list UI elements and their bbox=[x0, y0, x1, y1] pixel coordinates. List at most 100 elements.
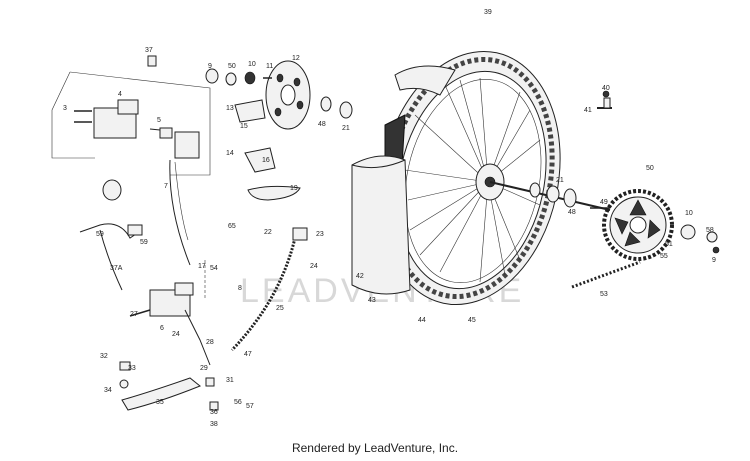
callout-4: 4 bbox=[118, 91, 122, 98]
callout-16: 16 bbox=[262, 157, 270, 164]
rear-brake-hose-25 bbox=[230, 237, 297, 352]
rear-sprocket bbox=[602, 189, 674, 261]
brake-guard-19 bbox=[247, 185, 301, 201]
callout-29: 29 bbox=[200, 365, 208, 372]
switch-39 bbox=[127, 224, 143, 236]
callout-44: 44 bbox=[418, 317, 426, 324]
cotter-pin bbox=[712, 246, 720, 254]
callout-17: 17 bbox=[198, 263, 206, 270]
brake-pad bbox=[174, 131, 200, 159]
callout-9-b: 9 bbox=[712, 257, 716, 264]
callout-54: 54 bbox=[210, 265, 218, 272]
callout-48-b: 48 bbox=[568, 209, 576, 216]
callout-40: 40 bbox=[602, 85, 610, 92]
callout-34: 34 bbox=[104, 387, 112, 394]
callout-50: 50 bbox=[228, 63, 236, 70]
callout-48: 48 bbox=[318, 121, 326, 128]
callout-47: 47 bbox=[244, 351, 252, 358]
callout-49: 49 bbox=[600, 199, 608, 206]
callout-13: 13 bbox=[226, 105, 234, 112]
callout-32: 32 bbox=[100, 353, 108, 360]
callout-33: 33 bbox=[128, 365, 136, 372]
callout-35: 35 bbox=[156, 399, 164, 406]
callout-9: 9 bbox=[208, 63, 212, 70]
hose-fitting-23 bbox=[292, 227, 308, 241]
callout-3: 3 bbox=[63, 105, 67, 112]
bushing-18 bbox=[102, 179, 122, 201]
callout-7: 7 bbox=[164, 183, 168, 190]
callout-65: 65 bbox=[228, 223, 236, 230]
callout-50-b: 50 bbox=[646, 165, 654, 172]
callout-51: 51 bbox=[665, 241, 673, 248]
brake-shield-16 bbox=[244, 147, 276, 173]
rear-wheel bbox=[351, 50, 561, 306]
callout-57: 57 bbox=[246, 403, 254, 410]
callout-24: 24 bbox=[172, 331, 180, 338]
callout-21: 21 bbox=[342, 125, 350, 132]
callout-53: 53 bbox=[600, 291, 608, 298]
callout-37: 37 bbox=[145, 47, 153, 54]
chain-adjuster bbox=[597, 90, 612, 109]
callout-22: 22 bbox=[264, 229, 272, 236]
bearing-50 bbox=[225, 72, 237, 86]
callout-39: 39 bbox=[484, 9, 492, 16]
callout-12: 12 bbox=[292, 55, 300, 62]
bleeder-37 bbox=[147, 55, 157, 67]
cable-39 bbox=[79, 223, 143, 239]
callout-43: 43 bbox=[368, 297, 376, 304]
inner-tube bbox=[394, 65, 456, 96]
callout-24-b: 24 bbox=[310, 263, 318, 270]
reservoir bbox=[174, 282, 194, 296]
brake-hose-line bbox=[174, 161, 189, 241]
seal-10 bbox=[244, 71, 256, 85]
callout-19: 19 bbox=[290, 185, 298, 192]
callout-36: 36 bbox=[210, 409, 218, 416]
disc-spacer bbox=[320, 96, 332, 112]
callout-25: 25 bbox=[276, 305, 284, 312]
callout-14: 14 bbox=[226, 150, 234, 157]
caliper-bracket bbox=[159, 127, 173, 139]
drive-chain bbox=[571, 260, 641, 289]
sprocket-nut bbox=[680, 224, 696, 240]
callout-23: 23 bbox=[316, 231, 324, 238]
callout-59-a: 59 bbox=[96, 231, 104, 238]
callout-8: 8 bbox=[238, 285, 242, 292]
callout-41: 41 bbox=[584, 107, 592, 114]
axle-nut bbox=[706, 231, 718, 243]
pedal-pivot-33 bbox=[119, 361, 131, 371]
brake-disc bbox=[265, 60, 311, 130]
brake-hose bbox=[169, 159, 191, 266]
caliper-assembly bbox=[51, 71, 211, 176]
callout-42: 42 bbox=[356, 273, 364, 280]
callout-labels: 37 3 4 5 7 9 50 10 11 12 13 15 14 16 19 … bbox=[63, 9, 716, 428]
callout-5: 5 bbox=[157, 117, 161, 124]
callout-59: 59 bbox=[140, 239, 148, 246]
washer-9 bbox=[205, 68, 219, 84]
callout-21-b: 21 bbox=[556, 177, 564, 184]
callout-37a: 37A bbox=[110, 265, 123, 272]
disc-bearing bbox=[339, 101, 353, 119]
footer-credit: Rendered by LeadVenture, Inc. bbox=[291, 441, 459, 455]
caliper-piston bbox=[117, 99, 139, 115]
cable-37a bbox=[99, 229, 123, 291]
pedal-spring-34 bbox=[119, 379, 129, 389]
bolt-27 bbox=[129, 309, 151, 317]
brake-pedal-35 bbox=[121, 377, 201, 411]
callout-28: 28 bbox=[206, 339, 214, 346]
tire-section-edge bbox=[351, 159, 406, 169]
callout-45: 45 bbox=[468, 317, 476, 324]
callout-56: 56 bbox=[234, 399, 242, 406]
push-rod-28 bbox=[184, 309, 211, 366]
callout-55: 55 bbox=[660, 253, 668, 260]
callout-38: 38 bbox=[210, 421, 218, 428]
callout-15: 15 bbox=[240, 123, 248, 130]
axle-spacers bbox=[529, 182, 577, 208]
callout-10-b: 10 bbox=[685, 210, 693, 217]
tire-section bbox=[351, 155, 411, 295]
pedal-stop-36 bbox=[209, 401, 219, 411]
callout-31: 31 bbox=[226, 377, 234, 384]
callout-58: 58 bbox=[706, 227, 714, 234]
wheel-spokes bbox=[404, 77, 541, 283]
